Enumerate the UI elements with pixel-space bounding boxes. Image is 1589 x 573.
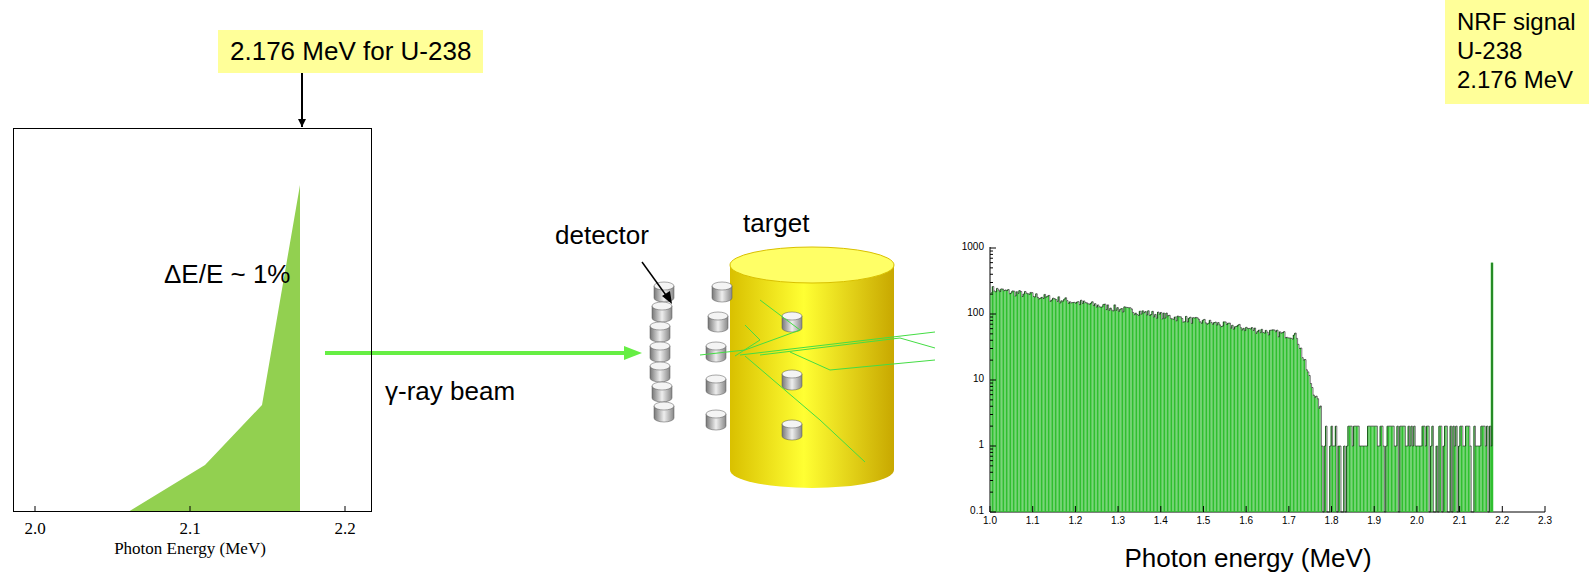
node-text: NRF signal U-238 2.176 MeV: [1457, 8, 1579, 94]
node-text: ΔE/E ~ 1%: [164, 258, 290, 291]
pointer-arrow: [301, 73, 303, 128]
axis-tick-label: 2.3: [1538, 516, 1552, 526]
plot-frame: ΔE/E ~ 1%: [13, 128, 372, 512]
axis-tick-label: 10: [973, 374, 984, 384]
axis-tick-label: 1.4: [1154, 516, 1168, 526]
beam-spectrum: [128, 185, 300, 512]
axis-tick-label: 1.2: [1068, 516, 1082, 526]
chart-axes: [990, 247, 1545, 512]
detector-array: [650, 282, 802, 440]
axis-title: Photon energy (MeV): [1124, 545, 1371, 571]
axis-tick-label: 1: [978, 440, 984, 450]
axis-tick-label: 2.2: [1495, 516, 1509, 526]
target-cylinder: [730, 247, 894, 488]
node-text: 2.176 MeV for U-238: [230, 35, 471, 68]
axis-tick-label: 1.7: [1282, 516, 1296, 526]
axis-title: Photon Energy (MeV): [114, 540, 266, 557]
axis-tick-label: 1.8: [1325, 516, 1339, 526]
beam-arrowhead: [624, 346, 642, 360]
leader-line: [642, 262, 668, 298]
axis-tick-label: 2.1: [1453, 516, 1467, 526]
highlight-label: NRF signal U-238 2.176 MeV: [1445, 0, 1589, 104]
axis-tick-label: 0.1: [970, 506, 984, 516]
spectrum-bars: [991, 263, 1492, 512]
axis-tick-label: 2.2: [334, 520, 355, 537]
beam-label: γ-ray beam: [385, 378, 515, 404]
axis-tick-label: 1.0: [983, 516, 997, 526]
axis-tick-label: 2.1: [179, 520, 200, 537]
chart-ticks: [990, 248, 1545, 512]
axis-tick-label: 1.6: [1239, 516, 1253, 526]
leader-arrowhead: [662, 291, 672, 304]
axis-tick-label: 1.5: [1197, 516, 1211, 526]
axis-tick-label: 100: [967, 308, 984, 318]
axis-tick-label: 2.0: [1410, 516, 1424, 526]
highlight-label: 2.176 MeV for U-238: [218, 30, 483, 73]
part-label: detector: [555, 222, 649, 248]
axis-tick-label: 1000: [962, 242, 984, 252]
axis-tick-label: 2.0: [24, 520, 45, 537]
beam-arrow: [325, 351, 628, 355]
part-label: target: [743, 210, 810, 236]
axis-tick-label: 1.9: [1367, 516, 1381, 526]
axis-tick-label: 1.1: [1026, 516, 1040, 526]
axis-tick-label: 1.3: [1111, 516, 1125, 526]
photon-tracks: [700, 300, 935, 462]
